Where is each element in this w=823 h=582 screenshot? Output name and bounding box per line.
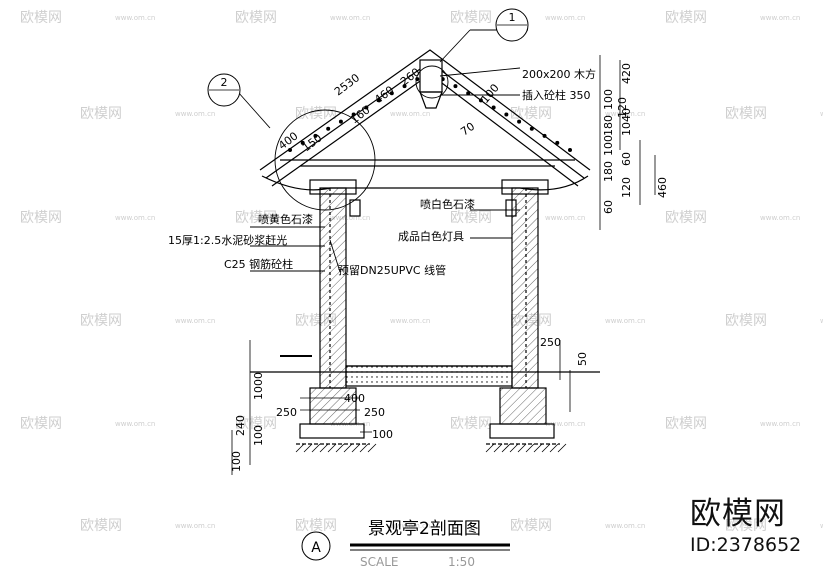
watermark-site: www.om.cn: [820, 522, 823, 530]
dim-base-250b: 250: [364, 406, 385, 419]
dim-right-180: 180: [602, 161, 615, 182]
watermark-brand: 欧模网: [725, 518, 767, 534]
annotation-timber-post: 200x200 木方: [522, 67, 596, 81]
dim-right-50: 50: [576, 352, 589, 366]
watermark-brand: 欧模网: [20, 416, 62, 432]
dim-left-120: 120: [616, 97, 629, 118]
annotation-cement-mortar: 15厚1:2.5水泥砂浆赶光: [168, 233, 287, 247]
annotation-timber-insert: 插入砼柱 350: [522, 88, 591, 102]
dim-right-250: 250: [540, 336, 561, 349]
dim-base-400: 400: [344, 392, 365, 405]
dim-roof-460: 460: [372, 83, 397, 106]
watermark-site: www.om.cn: [545, 420, 585, 428]
watermark-site: www.om.cn: [820, 110, 823, 118]
watermark-site: www.om.cn: [390, 317, 430, 325]
watermark-site: www.om.cn: [760, 214, 800, 222]
annotation-yellow-paint: 喷黄色石漆: [258, 212, 313, 226]
annotation-light-fixture: 成品白色灯具: [398, 229, 464, 243]
watermark-brand: 欧模网: [295, 518, 337, 534]
watermark-site: www.om.cn: [175, 522, 215, 530]
watermark-brand: 欧模网: [80, 518, 122, 534]
dim-right-100: 100: [602, 135, 615, 156]
watermark-brand: 欧模网: [20, 10, 62, 26]
watermark-site: www.om.cn: [330, 214, 370, 222]
brand-id: ID:2378652: [690, 534, 802, 556]
dim-roof-160: 160: [348, 103, 373, 126]
watermark-brand: 欧模网: [725, 313, 767, 329]
dim-left-180: 180: [602, 115, 615, 136]
dim-roof-100: 100: [478, 81, 501, 105]
watermark-site: www.om.cn: [115, 420, 155, 428]
watermark-site: www.om.cn: [115, 214, 155, 222]
dimension-texts: 2530 260 460 160 400 150 100 70 420 100 …: [230, 63, 669, 472]
watermark-brand: 欧模网: [450, 10, 492, 26]
watermark-brand: 欧模网: [665, 10, 707, 26]
watermark-brand: 欧模网: [235, 210, 277, 226]
dim-right-1040: 1040: [620, 108, 633, 136]
scale-value: 1:50: [448, 555, 475, 569]
watermark-brand: 欧模网: [665, 416, 707, 432]
watermark-brand: 欧模网: [450, 416, 492, 432]
dim-top-420: 420: [620, 63, 633, 84]
watermark-site: www.om.cn: [115, 14, 155, 22]
dim-roof-400: 400: [276, 129, 301, 152]
callout-1: 1: [495, 8, 529, 42]
annotations: 200x200 木方 插入砼柱 350 喷黄色石漆 15厚1:2.5水泥砂浆赶光…: [168, 67, 596, 277]
title-block: A 景观亭2剖面图 SCALE 1:50: [301, 519, 510, 569]
watermark-site: www.om.cn: [330, 14, 370, 22]
watermark-site: www.om.cn: [390, 522, 430, 530]
dim-right-120: 120: [620, 177, 633, 198]
watermark-brand: 欧模网: [80, 106, 122, 122]
callout-2: 2: [207, 73, 241, 107]
columns: [309, 179, 549, 389]
callout-2-number: 2: [221, 76, 228, 89]
foundation: [250, 365, 600, 453]
watermark-site: www.om.cn: [605, 522, 645, 530]
callout-1-number: 1: [509, 11, 516, 24]
dim-height-100b: 100: [230, 451, 243, 472]
watermark-site: www.om.cn: [605, 110, 645, 118]
watermark-brand: 欧模网: [235, 10, 277, 26]
watermark-site: www.om.cn: [760, 14, 800, 22]
dim-roof-70: 70: [458, 120, 477, 139]
watermark-brand: 欧模网: [665, 210, 707, 226]
watermark-site: www.om.cn: [545, 14, 585, 22]
dim-right-460: 460: [656, 177, 669, 198]
watermark-brand: 欧模网: [235, 416, 277, 432]
dim-left-60: 60: [602, 200, 615, 214]
watermark-site: www.om.cn: [390, 110, 430, 118]
dim-height-1000: 1000: [252, 372, 265, 400]
dim-base-250a: 250: [276, 406, 297, 419]
watermark-site: www.om.cn: [820, 317, 823, 325]
dim-right-60: 60: [620, 152, 633, 166]
watermark-layer: 欧模网 www.om.cn 欧模网 www.om.cn 欧模网 www.om.cn 欧模网 w…: [20, 10, 823, 534]
dim-height-240: 240: [234, 415, 247, 436]
watermark-brand: 欧模网: [20, 210, 62, 226]
dim-left-100: 100: [602, 89, 615, 110]
drawing-title: 景观亭2剖面图: [368, 519, 481, 539]
section-mark: A: [311, 540, 321, 556]
annotation-rc-column: C25 钢筋砼柱: [224, 257, 293, 271]
watermark-site: www.om.cn: [175, 317, 215, 325]
watermark-brand: 欧模网: [80, 313, 122, 329]
scale-label: SCALE: [360, 555, 398, 569]
watermark-brand: 欧模网: [450, 210, 492, 226]
dim-roof-slope: 2530: [332, 71, 362, 98]
annotation-conduit: 预留DN25UPVC 线管: [338, 263, 446, 277]
dimension-lines: [231, 55, 656, 475]
watermark-brand: 欧模网: [725, 106, 767, 122]
watermark-site: www.om.cn: [605, 317, 645, 325]
watermark-site: www.om.cn: [175, 110, 215, 118]
dim-base-100: 100: [372, 428, 393, 441]
annotation-white-paint: 喷白色石漆: [420, 197, 475, 211]
brand-logo: 欧模网: [690, 496, 786, 532]
dim-roof-260: 260: [398, 65, 423, 88]
roof: [259, 49, 591, 191]
watermark-site: www.om.cn: [545, 214, 585, 222]
dim-height-100: 100: [252, 425, 265, 446]
brand-badge: 欧模网 ID:2378652: [690, 497, 810, 557]
watermark-brand: 欧模网: [510, 518, 552, 534]
watermark-site: www.om.cn: [760, 420, 800, 428]
